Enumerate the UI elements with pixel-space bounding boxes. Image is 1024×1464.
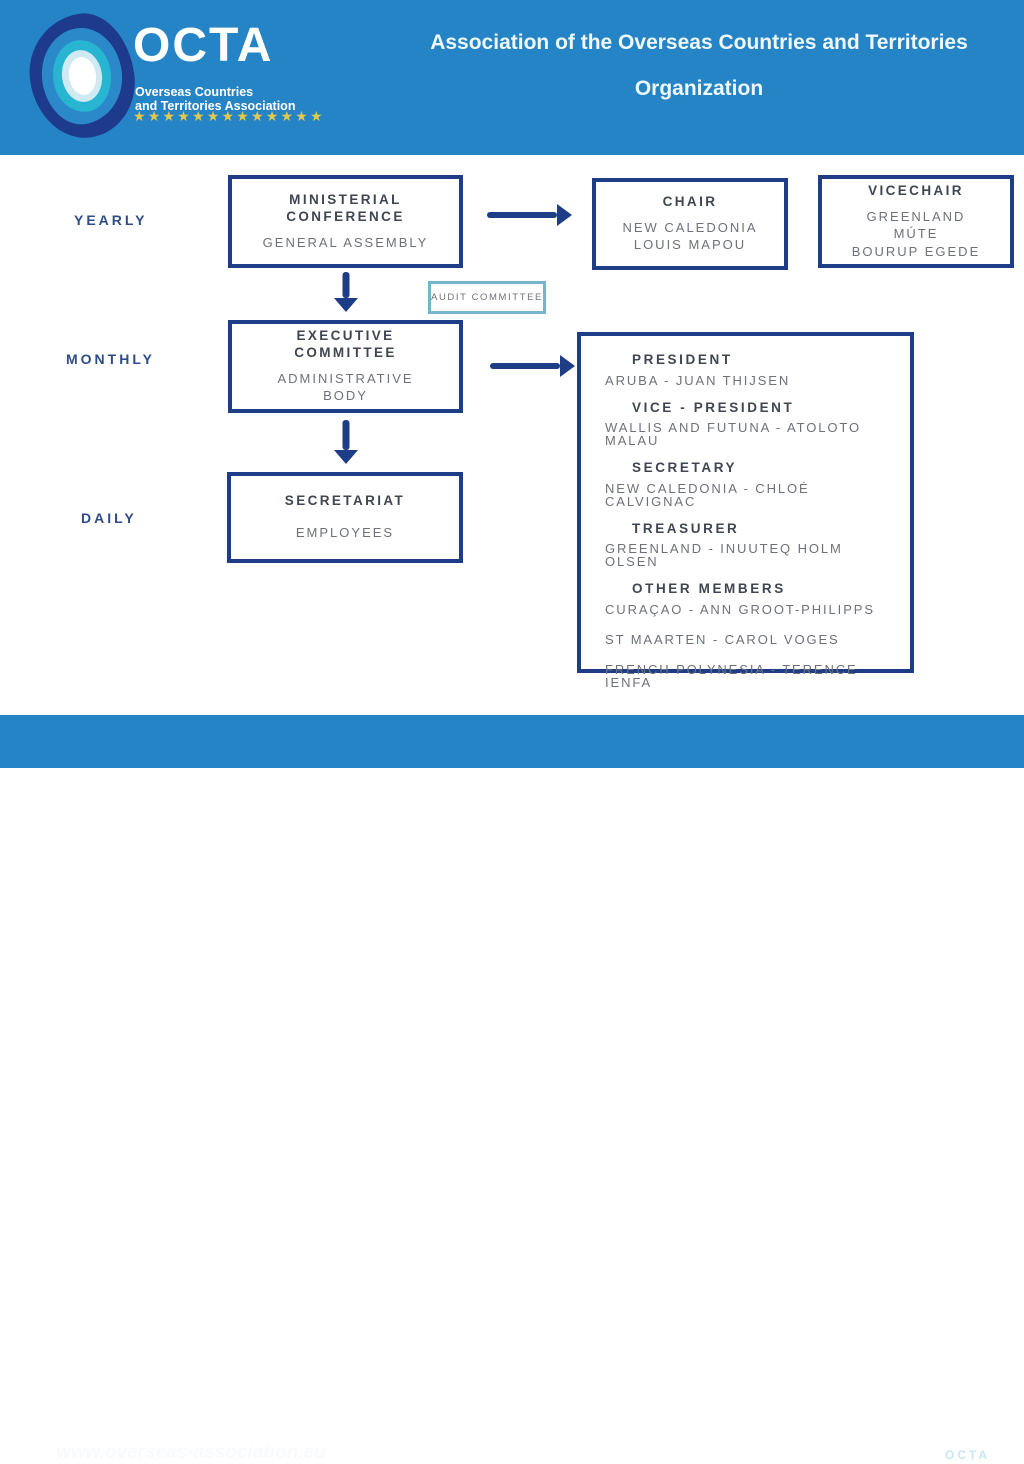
logo-association-name: Overseas Countries and Territories Assoc… <box>135 85 295 113</box>
arrow-executive-to-board <box>490 355 575 377</box>
logo-blob-mid <box>35 22 129 130</box>
ministerial-subtitle: GENERAL ASSEMBLY <box>262 234 429 250</box>
secretariat-subtitle: EMPLOYEES <box>295 525 395 541</box>
logo-acronym: OCTA <box>133 19 274 72</box>
arrow-head-icon <box>557 204 572 226</box>
header-banner: OCTA Overseas Countries and Territories … <box>0 0 1024 155</box>
vice-president-heading: VICE - PRESIDENT <box>632 399 795 415</box>
logo-blob-core <box>65 55 99 97</box>
arrow-head-icon <box>334 450 358 464</box>
footer-website-link[interactable]: www.overseas-association.eu <box>56 1442 326 1463</box>
label-daily: DAILY <box>81 510 137 526</box>
vicechair-title: VICECHAIR <box>868 182 964 198</box>
audit-committee-label: AUDIT COMMITTEE <box>431 292 543 303</box>
board-members-box: PRESIDENT ARUBA - JUAN THIJSEN VICE - PR… <box>577 332 914 689</box>
logo-blob-outer <box>21 7 143 145</box>
secretary-member: NEW CALEDONIA - CHLOÉ CALVIGNAC <box>605 480 810 509</box>
chair-country: NEW CALEDONIA <box>622 219 758 235</box>
president-heading: PRESIDENT <box>632 352 733 367</box>
logo-blob-pale <box>58 47 106 105</box>
secretariat-title: SECRETARIAT <box>284 493 406 509</box>
chair-box: CHAIR NEW CALEDONIA LOUIS MAPOU <box>592 178 788 270</box>
chair-title: CHAIR <box>662 194 718 210</box>
ministerial-title: MINISTERIAL CONFERENCE <box>286 191 405 224</box>
other-member-3: FRENCH POLYNESIA - TERENCE IENFA <box>605 661 858 690</box>
label-monthly: MONTHLY <box>66 351 155 367</box>
footer-brand-label: OCTA <box>944 1448 990 1462</box>
arrow-stem <box>487 212 557 218</box>
other-members-heading: OTHER MEMBERS <box>632 581 786 596</box>
vicechair-country: GREENLAND <box>866 208 966 224</box>
page-subtitle: Organization <box>634 77 764 100</box>
vicechair-box: VICECHAIR GREENLAND MÚTE BOURUP EGEDE <box>818 175 1014 268</box>
executive-subtitle: ADMINISTRATIVE BODY <box>277 370 414 404</box>
treasurer-heading: TREASURER <box>632 520 740 536</box>
secretary-heading: SECRETARY <box>632 460 738 475</box>
arrow-ministerial-to-chair <box>487 204 572 226</box>
executive-committee-box: EXECUTIVE COMMITTEE ADMINISTRATIVE BODY <box>228 320 463 413</box>
arrow-stem <box>342 420 350 450</box>
logo-blob-teal <box>48 36 116 116</box>
logo-name-line2: and Territories Association <box>135 99 296 113</box>
chair-person: LOUIS MAPOU <box>633 237 747 253</box>
arrow-ministerial-to-executive <box>334 272 358 312</box>
ministerial-conference-box: MINISTERIAL CONFERENCE GENERAL ASSEMBLY <box>228 175 463 268</box>
logo-name-line1: Overseas Countries <box>135 85 254 99</box>
arrow-stem <box>490 363 560 369</box>
audit-committee-box: AUDIT COMMITTEE <box>428 281 546 314</box>
vicechair-person-line1: MÚTE <box>893 226 939 242</box>
arrow-head-icon <box>334 298 358 312</box>
other-member-1: CURAÇAO - ANN GROOT-PHILIPPS <box>605 601 875 617</box>
treasurer-member: GREENLAND - INUUTEQ HOLM OLSEN <box>605 541 843 569</box>
arrow-stem <box>342 272 350 298</box>
octa-logo-icon <box>21 7 143 145</box>
vice-president-member: WALLIS AND FUTUNA - ATOLOTO MALAU <box>605 420 861 448</box>
footer-banner: www.overseas-association.eu OCTA <box>0 715 1024 1463</box>
executive-title: EXECUTIVE COMMITTEE <box>294 328 397 360</box>
president-member: ARUBA - JUAN THIJSEN <box>605 372 791 388</box>
label-yearly: YEARLY <box>74 212 148 228</box>
arrow-head-icon <box>560 355 575 377</box>
other-member-2: ST MAARTEN - CAROL VOGES <box>605 631 840 647</box>
page-title: Association of the Overseas Countries an… <box>430 31 968 54</box>
secretariat-box: SECRETARIAT EMPLOYEES <box>227 472 463 563</box>
arrow-executive-to-secretariat <box>334 420 358 464</box>
vicechair-person-line2: BOURUP EGEDE <box>851 243 981 259</box>
logo-stars-row: ★★★★★★★★★★★★★ <box>133 108 325 124</box>
